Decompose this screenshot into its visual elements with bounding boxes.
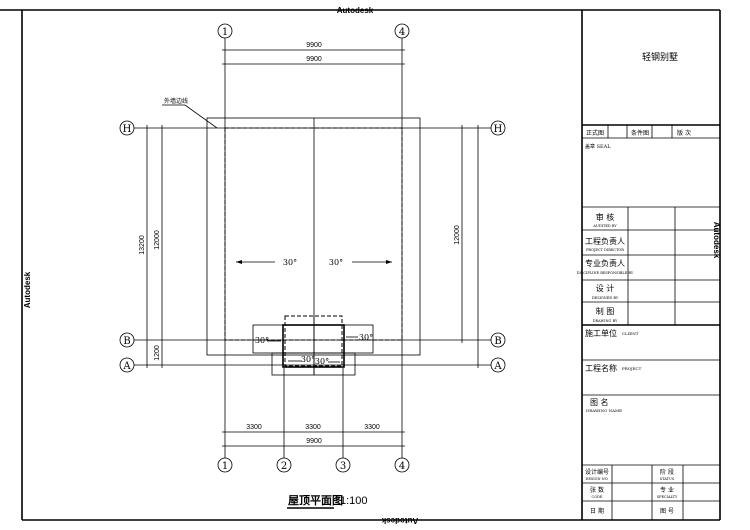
slope-porch-left: 30° xyxy=(255,336,269,345)
seal-label: 盖章 SEAL xyxy=(585,143,611,150)
grid-label-1: 1 xyxy=(222,27,228,38)
svg-text:条件图: 条件图 xyxy=(631,129,649,137)
dim-bottom-2: 3300 xyxy=(305,424,321,431)
svg-text:STATUS: STATUS xyxy=(660,477,675,481)
drawing-scale: 1:100 xyxy=(340,495,368,507)
grid-label-2: 2 xyxy=(281,461,287,472)
grid-label-b-right: B xyxy=(494,336,501,347)
svg-text:工程负责人: 工程负责人 xyxy=(585,236,625,246)
dim-left-porch: 1200 xyxy=(154,345,161,361)
svg-text:版 次: 版 次 xyxy=(677,129,691,137)
slope-porch-mid-right: 30° xyxy=(315,357,329,366)
grid-label-3: 3 xyxy=(340,461,346,472)
svg-text:图 号: 图 号 xyxy=(660,508,674,515)
svg-text:专业负责人: 专业负责人 xyxy=(585,258,625,268)
dim-bottom-total: 9900 xyxy=(306,438,322,445)
grid-label-h-right: H xyxy=(494,124,503,135)
slope-right: 30° xyxy=(329,258,343,267)
wall-note: 外墙边线 xyxy=(162,97,218,129)
watermark-bottom: Autodesk xyxy=(381,516,418,525)
dim-top-1: 9900 xyxy=(306,42,322,49)
svg-text:AUDITED BY: AUDITED BY xyxy=(592,224,617,228)
grid-label-a: A xyxy=(122,361,131,372)
dim-bottom-3: 3300 xyxy=(364,424,380,431)
svg-text:PROJECT: PROJECT xyxy=(622,366,642,371)
dim-top-2: 9900 xyxy=(306,56,322,63)
svg-text:工程名称: 工程名称 xyxy=(585,363,617,373)
svg-text:外墙边线: 外墙边线 xyxy=(164,97,188,105)
grid-label-4: 4 xyxy=(399,27,405,38)
svg-text:DRAWING BY: DRAWING BY xyxy=(593,319,618,323)
svg-text:审 核: 审 核 xyxy=(596,212,615,222)
svg-text:DRAWING NAME: DRAWING NAME xyxy=(586,408,622,413)
watermark-left: Autodesk xyxy=(23,271,32,308)
slope-porch-mid-left: 30° xyxy=(301,355,315,364)
svg-text:图 名: 图 名 xyxy=(590,397,609,407)
svg-text:DISCIPLINE RESPONSIBLE BY: DISCIPLINE RESPONSIBLE BY xyxy=(577,271,634,275)
svg-text:施工单位: 施工单位 xyxy=(585,328,617,338)
watermark-right: Autodesk xyxy=(712,222,721,259)
svg-text:设计编号: 设计编号 xyxy=(585,468,609,476)
svg-text:CLIENT: CLIENT xyxy=(622,331,639,336)
svg-text:制 图: 制 图 xyxy=(596,306,615,316)
slope-porch-right: 30° xyxy=(359,333,373,342)
drawing-title-text: 屋顶平面图 xyxy=(288,494,343,507)
dim-left-main: 12000 xyxy=(154,230,161,250)
dim-left-total: 13200 xyxy=(139,235,146,255)
grid-label-b: B xyxy=(123,336,130,347)
svg-text:SPECIALTY: SPECIALTY xyxy=(657,495,678,499)
project-name: 轻钢别墅 xyxy=(642,51,678,63)
grid-label-a-right: A xyxy=(493,361,502,372)
svg-text:DESIGNED BY: DESIGNED BY xyxy=(592,296,619,300)
drawing-frame xyxy=(0,9,721,521)
svg-text:专 业: 专 业 xyxy=(660,486,674,494)
grid-label-4-bottom: 4 xyxy=(399,461,405,472)
grid-bubbles: 1 4 1 2 3 4 H B A H B A xyxy=(119,23,506,473)
svg-text:日 期: 日 期 xyxy=(590,507,604,515)
slope-left: 30° xyxy=(283,258,297,267)
drawing-title: 屋顶平面图 1:100 xyxy=(287,494,368,509)
svg-text:设 计: 设 计 xyxy=(596,283,615,293)
svg-text:CODE: CODE xyxy=(592,495,603,499)
roof-outline xyxy=(206,117,421,376)
grid-label-h: H xyxy=(123,124,132,135)
svg-text:张 数: 张 数 xyxy=(590,486,604,494)
grid-label-1-bottom: 1 xyxy=(222,461,228,472)
dim-right-main: 12000 xyxy=(454,225,461,245)
watermark-top: Autodesk xyxy=(337,6,374,15)
slope-arrows: 30° 30° 30° 30° 30° 30° xyxy=(236,258,392,366)
svg-text:阶 段: 阶 段 xyxy=(660,468,674,476)
dimensions: 9900 9900 3300 3300 3300 9900 13200 1200… xyxy=(139,42,479,447)
svg-text:正式图: 正式图 xyxy=(586,129,604,137)
title-block: 轻钢别墅 正式图 条件图 版 次 盖章 SEAL 审 核 AUDITED BY … xyxy=(577,51,720,520)
dim-bottom-1: 3300 xyxy=(246,424,262,431)
svg-text:PROJECT DIRECTOR: PROJECT DIRECTOR xyxy=(586,248,624,252)
svg-text:DESIGN NO.: DESIGN NO. xyxy=(586,477,609,481)
